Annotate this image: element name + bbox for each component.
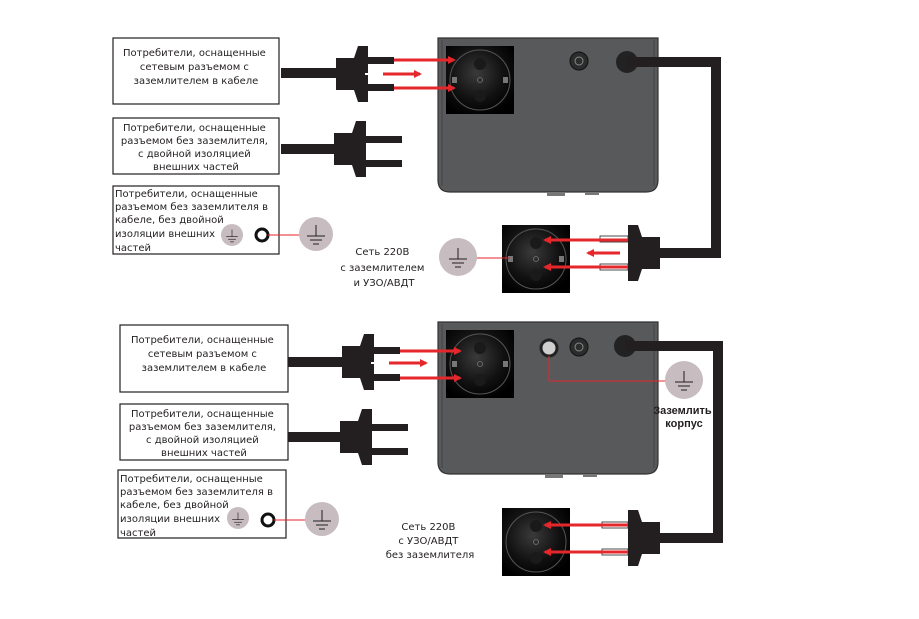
device-top	[437, 37, 659, 196]
svg-text:Потребители, оснащенные: Потребители, оснащенные разъемом без заз…	[121, 123, 271, 173]
grounded-plug-bottom	[342, 334, 374, 390]
svg-text:Потребители, оснащенные: Потребители, оснащенные разъемом без заз…	[115, 189, 271, 254]
device-power-cable	[625, 341, 723, 543]
network-label-top: Сеть 220В с заземлителем и УЗО/АВДТ	[340, 247, 427, 289]
consumer-box-no-insulation	[117, 469, 287, 539]
device-socket	[445, 45, 515, 115]
consumer-box-double-insulated	[119, 403, 289, 461]
consumer-box-grounded-plug	[119, 324, 289, 393]
ground-case-label: Заземлить корпус	[653, 405, 715, 430]
consumer-box-no-insulation	[112, 185, 280, 255]
consumer-box-grounded-plug	[112, 37, 280, 105]
top-scheme: Сеть 220В с заземлителем и УЗО/АВДТ Потр…	[112, 37, 721, 294]
svg-text:Потребители, оснащенные: Потребители, оснащенные сетевым разъемом…	[131, 335, 277, 374]
consumer-box-double-insulated	[112, 117, 280, 175]
device-power-cable	[627, 57, 721, 258]
device-plug-top	[628, 225, 660, 281]
plain-plug-top	[334, 121, 366, 177]
svg-text:Потребители, оснащенные: Потребители, оснащенные разъемом без заз…	[129, 409, 279, 459]
grounded-plug-top	[336, 46, 368, 102]
indicator-light	[569, 337, 589, 357]
device-bottom	[437, 321, 659, 478]
wall-socket-grounded	[501, 224, 571, 294]
device-socket	[445, 329, 515, 399]
network-label-bottom: Сеть 220В с УЗО/АВДТ без заземлителя	[386, 522, 475, 561]
ground-screw	[539, 338, 559, 358]
wall-socket-ungrounded	[501, 507, 571, 577]
svg-text:Потребители, оснащенные: Потребители, оснащенные сетевым разъемом…	[123, 48, 269, 87]
bottom-scheme: Заземлить корпус Сеть 220В с УЗО/АВДТ бе…	[117, 321, 723, 577]
plain-plug-bottom	[340, 409, 372, 465]
indicator-light	[569, 51, 589, 71]
device-plug-bottom	[628, 510, 660, 566]
svg-text:Потребители, оснащенные: Потребители, оснащенные разъемом без заз…	[120, 474, 276, 539]
